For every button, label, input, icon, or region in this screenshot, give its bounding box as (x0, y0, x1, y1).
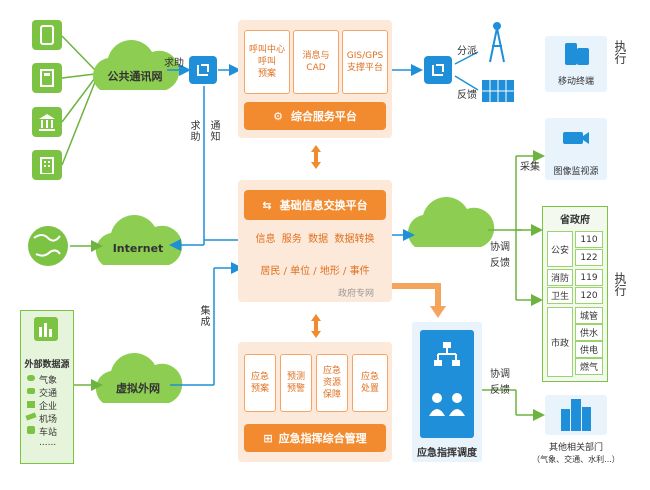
gov-num: 122 (575, 249, 603, 266)
edge-label-jicheng: 集成 (198, 305, 209, 327)
external-source-item: ...... (39, 438, 57, 448)
external-data-source: 外部数据源 气象 交通 企业 机场 车站 ...... (20, 310, 74, 464)
switch-icon-right (424, 56, 452, 84)
gov-title: 省政府 (560, 215, 590, 226)
other-departments-subtitle: （气象、交通、水利...） (532, 455, 620, 464)
dispatch-panel: 应急指挥调度 (412, 322, 482, 462)
dispatch-title: 应急指挥调度 (417, 448, 477, 459)
other-departments-title: 其他相关部门 (548, 443, 603, 453)
call-center-module: 呼叫中心 呼叫 预案 (244, 30, 290, 94)
gov-num: 119 (575, 269, 603, 286)
plan-module: 应急 预案 (244, 354, 276, 412)
exchange-icon: ⇆ (262, 198, 272, 212)
mobile-terminal-label: 移动终端 (557, 77, 594, 87)
edge-label-fankui-2: 反馈 (490, 385, 510, 396)
platform-icon: ⚙ (273, 109, 283, 123)
globe-icon (28, 226, 68, 266)
edge-label-xietiao-1: 协调 (490, 242, 510, 253)
cad-module: 消息与 CAD (293, 30, 339, 94)
edge-label-fankui-1: 反馈 (490, 258, 510, 269)
left-device-links (61, 35, 96, 166)
people-icon (429, 393, 465, 416)
gov-network-tag: 政府专网 (338, 289, 375, 299)
gov-num: 供电 (575, 341, 603, 358)
exchange-platform-panel: ⇆基础信息交换平台 信息 服务 数据 数据转换 居民 / 单位 / 地形 / 事… (238, 180, 392, 302)
edge-label-tongzhi-vertical: 通知 (208, 120, 219, 142)
desk-phone-icon (32, 63, 62, 93)
virtual-network-cloud (95, 353, 183, 403)
command-management-title: ⊞应急指挥综合管理 (244, 424, 386, 452)
edge-label-fankui: 反馈 (457, 90, 477, 101)
internet-cloud (95, 215, 183, 265)
edge-label-zhixing-1: 执行 (613, 40, 627, 64)
edge-label-paiyuan: 分派 (457, 46, 477, 57)
edge-label-qiuzhu-vertical: 求助 (188, 120, 199, 142)
video-source-panel: 图像监视源 (545, 118, 607, 180)
gov-dept-health: 卫生 (547, 287, 573, 304)
service-platform-title: ⚙综合服务平台 (244, 102, 386, 130)
public-network-cloud (92, 40, 180, 90)
monitor-bank-icon (482, 80, 514, 102)
exchange-row-1: 信息 服务 数据 数据转换 (255, 234, 375, 245)
mobile-terminal-panel: 移动终端 (545, 36, 607, 92)
camera-icon (563, 132, 589, 144)
forecast-module: 预测 预警 (280, 354, 312, 412)
gis-gps-module: GIS/GPS 支撑平台 (342, 30, 388, 94)
external-source-item: 企业 (25, 399, 73, 412)
office-building-icon (32, 150, 62, 180)
edge-label-caiji: 采集 (520, 162, 540, 173)
edge-label-qiuzhu: 求助 (164, 58, 184, 69)
tower-icon (489, 22, 505, 63)
gov-dept-fire: 消防 (547, 269, 573, 286)
disposal-module: 应急 处置 (352, 354, 388, 412)
bank-building-icon (32, 107, 62, 137)
buildings-icon (561, 399, 591, 431)
updown-arrows (311, 145, 321, 338)
provincial-government: 省政府 公安 110 122 消防 119 卫生 120 市政 城管 供水 供电… (542, 206, 608, 382)
command-management-panel: 应急 预案 预测 预警 应急 资源 保障 应急 处置 ⊞应急指挥综合管理 (238, 342, 392, 462)
org-chart-icon (434, 342, 460, 366)
dispatch-icon-box (420, 330, 474, 438)
mobile-phone-icon (32, 20, 62, 50)
switch-icon-left (189, 56, 217, 84)
edge-label-zhixing-2: 执行 (613, 272, 627, 296)
external-source-item: 车站 (25, 425, 73, 438)
gov-dept-police: 公安 (547, 231, 573, 267)
service-platform-panel: 呼叫中心 呼叫 预案 消息与 CAD GIS/GPS 支撑平台 ⚙综合服务平台 (238, 20, 392, 138)
external-source-list: 气象 交通 企业 机场 车站 ...... (25, 373, 73, 451)
virtual-network-label: 虚拟外网 (116, 382, 160, 395)
external-source-item: 气象 (25, 373, 73, 386)
gov-num: 120 (575, 287, 603, 304)
gov-dept-municipal: 市政 (547, 307, 573, 377)
gov-num: 燃气 (575, 358, 603, 375)
gov-num: 城管 (575, 307, 603, 324)
external-source-item: 交通 (25, 386, 73, 399)
internet-label: Internet (112, 242, 164, 255)
public-network-label: 公共通讯网 (107, 70, 163, 83)
database-icon (34, 317, 58, 341)
external-source-title: 外部数据源 (24, 360, 70, 370)
mobile-devices-icon (565, 43, 589, 65)
gov-network-cloud (407, 197, 495, 247)
gov-num: 110 (575, 231, 603, 248)
other-departments-panel (545, 395, 607, 435)
edge-label-xietiao-2: 协调 (490, 369, 510, 380)
video-source-label: 图像监视源 (553, 167, 599, 177)
exchange-row-2: 居民 / 单位 / 地形 / 事件 (260, 266, 370, 277)
hierarchy-icon: ⊞ (263, 431, 273, 445)
gov-num: 供水 (575, 324, 603, 341)
resource-module: 应急 资源 保障 (316, 354, 348, 412)
external-source-item: 机场 (25, 412, 73, 425)
exchange-platform-title: ⇆基础信息交换平台 (244, 190, 386, 220)
